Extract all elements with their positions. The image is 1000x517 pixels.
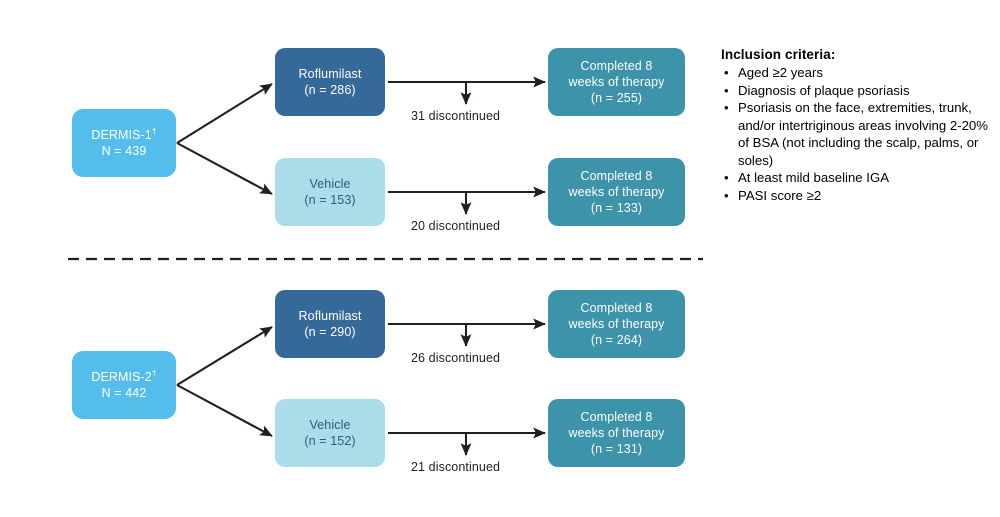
arrow-dermis1-to-vehicle (176, 142, 273, 195)
completed-box-dermis2-vehicle: Completed 8 weeks of therapy (n = 131) (548, 399, 685, 467)
arm-label: Roflumilast (298, 67, 362, 81)
criteria-item: • At least mild baseline IGA (721, 169, 989, 187)
study-box-dermis-2: DERMIS-2† N = 442 (72, 351, 176, 419)
arrow-dermis2-to-roflumilast (176, 326, 273, 386)
arm-count: (n = 152) (304, 434, 356, 448)
arm-count: (n = 153) (304, 193, 356, 207)
criteria-item: • Diagnosis of plaque psoriasis (721, 82, 989, 100)
arrow-dermis2-to-vehicle (176, 384, 273, 437)
criteria-item: • Psoriasis on the face, extremities, tru… (721, 99, 989, 169)
completed-count: (n = 255) (590, 91, 643, 105)
criteria-item-text: Diagnosis of plaque psoriasis (738, 82, 910, 98)
completed-line2: weeks of therapy (568, 75, 665, 89)
completed-line2: weeks of therapy (568, 426, 665, 440)
criteria-item: • PASI score ≥2 (721, 187, 989, 205)
arm-count: (n = 290) (304, 325, 356, 339)
arm-label: Vehicle (309, 177, 351, 191)
study-box-dermis-1: DERMIS-1† N = 439 (72, 109, 176, 177)
inclusion-criteria-title: Inclusion criteria: (721, 47, 836, 62)
criteria-item-text: PASI score ≥2 (738, 187, 822, 203)
completed-line2: weeks of therapy (568, 185, 665, 199)
completed-line2: weeks of therapy (568, 317, 665, 331)
completed-line1: Completed 8 (580, 169, 653, 183)
completed-count: (n = 264) (590, 333, 643, 347)
discontinued-label-dermis1-roflumilast: 31 discontinued (411, 109, 501, 123)
completed-count: (n = 133) (590, 201, 643, 215)
arm-box-dermis2-vehicle: Vehicle (n = 152) (275, 399, 385, 467)
bullet-icon: • (724, 100, 729, 116)
inclusion-criteria-panel: Inclusion criteria: • Aged ≥2 years • Diag… (721, 47, 989, 204)
completed-box-dermis1-vehicle: Completed 8 weeks of therapy (n = 133) (548, 158, 685, 226)
completed-line1: Completed 8 (580, 59, 653, 73)
criteria-item-text: Aged ≥2 years (738, 65, 823, 80)
discontinued-label-dermis2-roflumilast: 26 discontinued (411, 351, 501, 365)
arm-box-dermis1-vehicle: Vehicle (n = 153) (275, 158, 385, 226)
study-name-dermis-2: DERMIS-2† (91, 367, 157, 384)
completed-count: (n = 131) (590, 442, 643, 456)
criteria-item-text: Psoriasis on the face, extremities, trun… (738, 100, 988, 168)
completed-box-dermis1-roflumilast: Completed 8 weeks of therapy (n = 255) (548, 48, 685, 116)
arrow-dermis1-to-roflumilast (176, 83, 273, 144)
arm-count: (n = 286) (304, 83, 356, 97)
completed-line1: Completed 8 (580, 301, 653, 315)
bullet-icon: • (724, 170, 729, 186)
arm-box-dermis2-roflumilast: Roflumilast (n = 290) (275, 290, 385, 358)
study-name-dermis-1: DERMIS-1† (91, 125, 157, 142)
bullet-icon: • (724, 65, 729, 80)
study-total-dermis-2: N = 442 (101, 386, 147, 400)
arm-box-dermis1-roflumilast: Roflumilast (n = 286) (275, 48, 385, 116)
inclusion-criteria-list: • Aged ≥2 years • Diagnosis of plaque psor… (721, 64, 989, 204)
bullet-icon: • (724, 82, 729, 98)
arm-label: Roflumilast (298, 309, 362, 323)
criteria-item-text: At least mild baseline IGA (738, 170, 889, 186)
discontinued-label-dermis1-vehicle: 20 discontinued (411, 219, 501, 233)
criteria-item: • Aged ≥2 years (721, 64, 989, 82)
study-total-dermis-1: N = 439 (101, 144, 147, 158)
completed-box-dermis2-roflumilast: Completed 8 weeks of therapy (n = 264) (548, 290, 685, 358)
discontinued-label-dermis2-vehicle: 21 discontinued (411, 460, 501, 474)
arm-label: Vehicle (309, 418, 351, 432)
bullet-icon: • (724, 187, 729, 203)
completed-line1: Completed 8 (580, 410, 653, 424)
